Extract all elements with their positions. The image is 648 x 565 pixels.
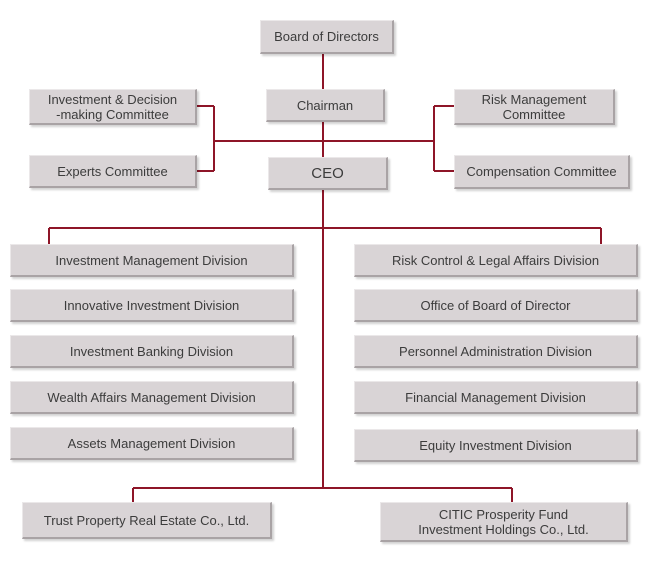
division-financial-management: Financial Management Division xyxy=(354,381,638,414)
subsidiary-trust-property-real-estate: Trust Property Real Estate Co., Ltd. xyxy=(22,502,272,539)
subsidiary-citic-prosperity-fund: CITIC Prosperity Fund Investment Holding… xyxy=(380,502,628,542)
division-risk-control-legal-affairs: Risk Control & Legal Affairs Division xyxy=(354,244,638,277)
risk-management-committee-box: Risk Management Committee xyxy=(454,89,615,125)
investment-decision-committee-box: Investment & Decision -making Committee xyxy=(29,89,197,125)
division-wealth-affairs-management: Wealth Affairs Management Division xyxy=(10,381,294,414)
ceo-box: CEO xyxy=(268,157,388,190)
compensation-committee-box: Compensation Committee xyxy=(454,155,630,189)
chairman-box: Chairman xyxy=(266,89,385,122)
experts-committee-box: Experts Committee xyxy=(29,155,197,188)
division-investment-banking: Investment Banking Division xyxy=(10,335,294,368)
board-of-directors-box: Board of Directors xyxy=(260,20,394,54)
division-personnel-administration: Personnel Administration Division xyxy=(354,335,638,368)
division-investment-management: Investment Management Division xyxy=(10,244,294,277)
division-innovative-investment: Innovative Investment Division xyxy=(10,289,294,322)
division-office-of-board: Office of Board of Director xyxy=(354,289,638,322)
division-assets-management: Assets Management Division xyxy=(10,427,294,460)
division-equity-investment: Equity Investment Division xyxy=(354,429,638,462)
